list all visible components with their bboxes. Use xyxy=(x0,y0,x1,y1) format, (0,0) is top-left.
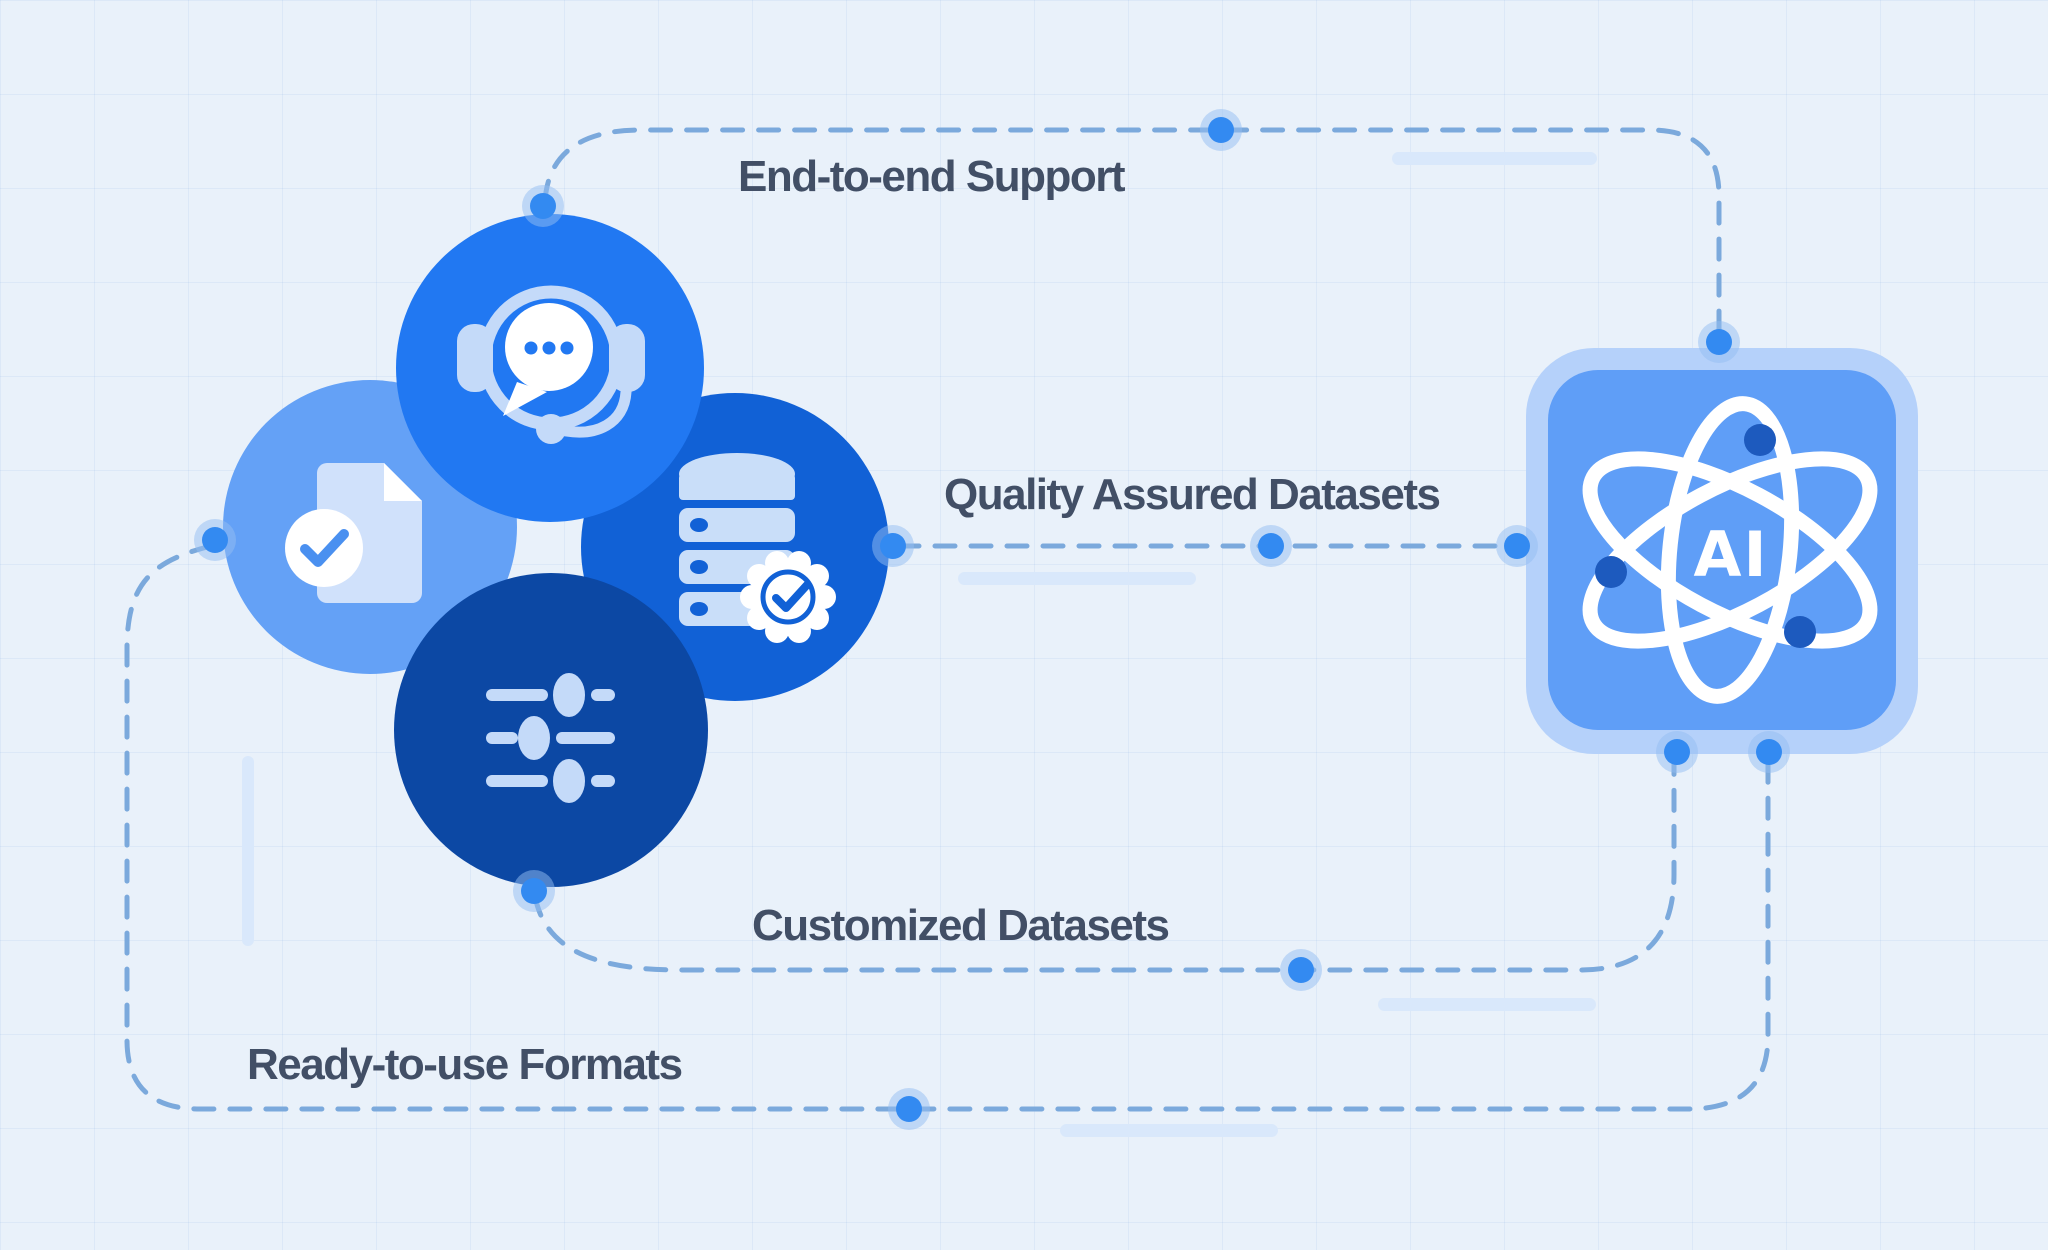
database-top xyxy=(679,453,795,495)
chat-dot xyxy=(524,341,538,355)
check-icon xyxy=(300,529,349,567)
connector-dot xyxy=(1200,109,1242,151)
connector-dot xyxy=(1748,731,1790,773)
sliders-node-circle xyxy=(394,573,708,887)
connector-dot xyxy=(1280,949,1322,991)
ai-badge: AI xyxy=(1526,348,1918,754)
connector-dot xyxy=(194,519,236,561)
seal-ring xyxy=(760,569,816,625)
streak xyxy=(1060,1124,1278,1137)
slider-knob xyxy=(553,759,585,803)
sliders-settings-icon xyxy=(486,673,615,803)
connector-dot xyxy=(513,870,555,912)
connector-dot xyxy=(1698,321,1740,363)
atom-orbit xyxy=(1582,451,1878,649)
document-check-badge xyxy=(285,509,363,587)
atom-orbit xyxy=(1660,396,1800,704)
database-band-dot xyxy=(690,602,708,616)
streak xyxy=(242,756,254,946)
check-icon xyxy=(772,581,811,612)
database-band-dot xyxy=(690,560,708,574)
slider-track xyxy=(556,732,615,744)
headset-earcup-right xyxy=(609,324,645,392)
slider-track xyxy=(486,775,548,787)
chat-dot xyxy=(560,341,574,355)
atom-electron xyxy=(1595,556,1627,588)
headset-earcup-left xyxy=(457,324,493,392)
ai-atom-icon xyxy=(1582,396,1878,704)
label-end-to-end-support: End-to-end Support xyxy=(738,152,1126,201)
connector-ready-to-use xyxy=(124,543,1771,1112)
chat-bubble-tail xyxy=(503,382,547,416)
database-band xyxy=(679,508,795,542)
chat-dot xyxy=(542,341,556,355)
label-quality-assured-datasets: Quality Assured Datasets xyxy=(944,470,1441,519)
label-customized-datasets: Customized Datasets xyxy=(752,901,1170,950)
slider-track xyxy=(591,689,615,701)
connector-end-to-end-support xyxy=(542,127,1722,337)
ai-label: AI xyxy=(1693,518,1768,591)
support-node xyxy=(396,214,704,522)
headset-mic-tip xyxy=(536,414,566,444)
label-ready-to-use-formats: Ready-to-use Formats xyxy=(247,1040,683,1089)
atom-electron xyxy=(1744,424,1776,456)
connector-dot xyxy=(872,525,914,567)
connector-dot xyxy=(1656,731,1698,773)
slider-track xyxy=(591,775,615,787)
database-quality-badge-icon xyxy=(679,453,836,643)
slider-track xyxy=(486,689,548,701)
ai-text-backdrop xyxy=(1692,508,1770,592)
connector-dot xyxy=(888,1088,930,1130)
sliders-node xyxy=(394,573,708,887)
slider-track xyxy=(486,732,518,744)
connector-dot xyxy=(522,185,564,227)
atom-electron xyxy=(1784,616,1816,648)
document-check-icon xyxy=(285,463,422,603)
connector-dot xyxy=(1250,525,1292,567)
quality-seal-badge xyxy=(740,551,836,643)
atom-orbit xyxy=(1582,451,1878,649)
streak xyxy=(1392,152,1597,165)
headset-mic-boom xyxy=(560,386,632,438)
streak xyxy=(958,572,1196,585)
headset-chat-icon xyxy=(457,285,645,444)
slider-knob xyxy=(518,716,550,760)
connector-customized xyxy=(532,757,1677,973)
connector-dot xyxy=(1496,525,1538,567)
connector-paths xyxy=(124,127,1771,1112)
document-fold xyxy=(384,463,422,501)
streak xyxy=(1378,998,1596,1011)
database-band-dot xyxy=(690,518,708,532)
slider-knob xyxy=(553,673,585,717)
decorative-streaks xyxy=(242,152,1597,1137)
